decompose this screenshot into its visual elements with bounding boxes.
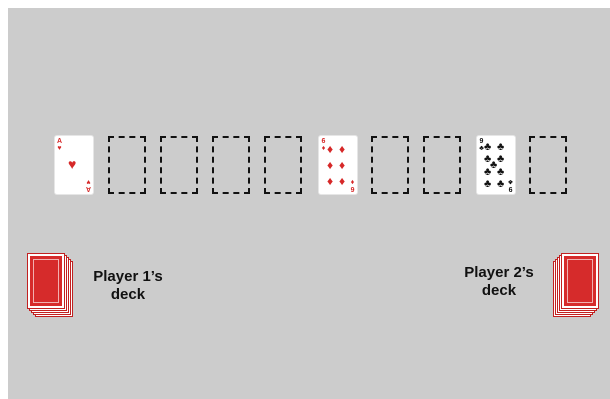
club-icon: ♣ xyxy=(484,141,491,153)
heart-icon: ♥ xyxy=(68,158,76,170)
empty-card-slot[interactable] xyxy=(529,136,567,194)
rank-text: 9 xyxy=(509,185,513,192)
club-icon: ♣ xyxy=(497,141,504,153)
heart-icon: ♥ xyxy=(86,178,90,185)
rank-text: A xyxy=(57,138,62,145)
player-1-deck[interactable] xyxy=(28,254,74,316)
diamond-icon: ♦ xyxy=(339,143,345,155)
club-icon: ♣ xyxy=(497,178,504,190)
rank-text: 6 xyxy=(351,185,355,192)
diamond-icon: ♦ xyxy=(327,143,333,155)
rank-text: 9 xyxy=(480,138,484,145)
rank-text: A xyxy=(86,185,91,192)
heart-icon: ♥ xyxy=(57,145,61,152)
club-icon: ♣ xyxy=(508,178,513,185)
diamond-icon: ♦ xyxy=(327,175,333,187)
label-line: Player 1’s xyxy=(86,268,170,286)
game-table xyxy=(8,8,610,399)
empty-card-slot[interactable] xyxy=(160,136,198,194)
rank-text: 6 xyxy=(322,138,326,145)
empty-card-slot[interactable] xyxy=(108,136,146,194)
player-2-deck[interactable] xyxy=(554,254,600,316)
empty-card-slot[interactable] xyxy=(212,136,250,194)
card-nine-of-clubs[interactable]: 9 ♣ ♣ ♣ ♣ ♣ ♣ ♣ ♣ ♣ ♣ 9 ♣ xyxy=(477,136,515,194)
diamond-icon: ♦ xyxy=(339,159,345,171)
player-2-deck-label: Player 2’s deck xyxy=(454,264,544,300)
diamond-icon: ♦ xyxy=(351,178,355,185)
diamond-icon: ♦ xyxy=(339,175,345,187)
card-rank-bottom: 6 ♦ xyxy=(349,178,356,192)
empty-card-slot[interactable] xyxy=(371,136,409,194)
card-rank-bottom: A ♥ xyxy=(85,178,92,192)
card-back xyxy=(562,254,598,308)
card-rank-bottom: 9 ♣ xyxy=(507,178,514,192)
card-six-of-diamonds[interactable]: 6 ♦ ♦ ♦ ♦ ♦ ♦ ♦ 6 ♦ xyxy=(319,136,357,194)
card-rank-top: 6 ♦ xyxy=(320,138,327,152)
club-icon: ♣ xyxy=(497,166,504,178)
player-1-deck-label: Player 1’s deck xyxy=(86,268,170,304)
diamond-icon: ♦ xyxy=(327,159,333,171)
card-back xyxy=(28,254,64,308)
empty-card-slot[interactable] xyxy=(423,136,461,194)
label-line: deck xyxy=(86,286,170,304)
club-icon: ♣ xyxy=(497,153,504,165)
label-line: deck xyxy=(454,282,544,300)
club-icon: ♣ xyxy=(484,166,491,178)
club-icon: ♣ xyxy=(484,178,491,190)
label-line: Player 2’s xyxy=(454,264,544,282)
diamond-icon: ♦ xyxy=(322,145,326,152)
empty-card-slot[interactable] xyxy=(264,136,302,194)
card-ace-of-hearts[interactable]: A ♥ ♥ A ♥ xyxy=(55,136,93,194)
card-rank-top: A ♥ xyxy=(56,138,63,152)
